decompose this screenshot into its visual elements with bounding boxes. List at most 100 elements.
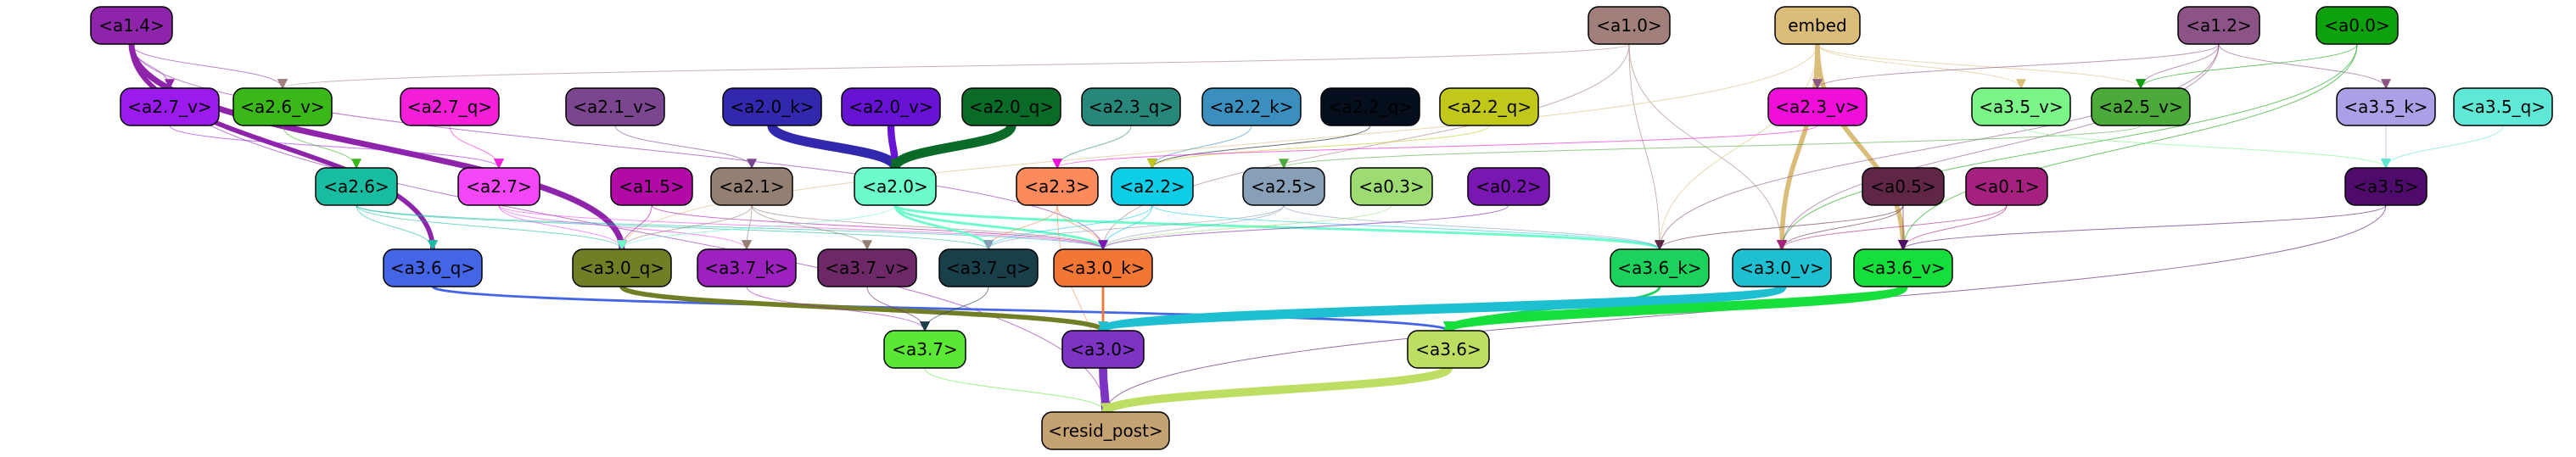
node-a1-5[interactable]: <a1.5> [610,167,693,206]
node-a2-0-v[interactable]: <a2.0_v> [841,87,941,126]
node-box [2091,87,2191,126]
node-a1-0[interactable]: <a1.0> [1588,6,1671,45]
edge-a3_5_v-to-a3_5 [2020,125,2391,170]
edge-a1_2-to-a2_3_v [1812,43,2220,90]
edge-a0_0-to-a2_5_v [2136,43,2358,90]
edge-a2_0-to-a3_6_k [893,203,1665,251]
node-label: <a2.2_q> [1328,97,1413,117]
node-a1-4[interactable]: <a1.4> [90,6,173,45]
edge-a2_5-to-a3_0_k [1098,204,1285,251]
node-label: <a3.7_k> [704,258,788,278]
node-a3-7-k[interactable]: <a3.7_k> [697,248,797,287]
node-resid-post[interactable]: <resid_post> [1041,411,1170,450]
edge-a2_7-to-a3_0_k [498,204,1108,251]
node-a0-3[interactable]: <a0.3> [1350,167,1433,206]
node-a2-0-k[interactable]: <a2.0_k> [722,87,822,126]
node-a2-0-q[interactable]: <a2.0_q> [961,87,1061,126]
node-a2-3-v[interactable]: <a2.3_v> [1767,87,1868,126]
node-box [1041,411,1170,450]
node-a2-2-k[interactable]: <a2.2_k> [1201,87,1302,126]
edge-a2_1-to-a3_7_v [751,204,872,251]
edge-a2_7_q-to-a2_7 [449,125,504,170]
node-a3-0[interactable]: <a3.0> [1061,330,1145,369]
node-a3-0-k[interactable]: <a3.0_k> [1053,248,1153,287]
node-box [1407,330,1490,369]
node-box [572,248,672,287]
node-a3-5-v[interactable]: <a3.5_v> [1971,87,2071,126]
edge-a1_2-to-a2_5_v [2136,43,2220,90]
node-box [232,87,333,126]
node-a3-6-v[interactable]: <a3.6_v> [1853,248,1953,287]
node-a2-5-v[interactable]: <a2.5_v> [2091,87,2191,126]
node-label: <a2.1_v> [573,97,657,117]
edge-a3_0-to-resid_post [1099,367,1111,414]
edge-a2_6-to-a3_0_k [356,204,1108,251]
node-a2-7-v[interactable]: <a2.7_v> [120,87,220,126]
edge-a0_0-to-a3_6_v [1898,43,2358,251]
node-label: <a2.5_v> [2098,97,2182,117]
node-label: <a3.0_v> [1739,258,1823,278]
edge-embed-to-a3_0_q [617,43,1818,251]
node-a2-5[interactable]: <a2.5> [1242,167,1325,206]
node-box [2336,87,2436,126]
node-a2-6-v[interactable]: <a2.6_v> [232,87,333,126]
node-a2-7[interactable]: <a2.7> [457,167,540,206]
node-a2-7-q[interactable]: <a2.7_q> [400,87,500,126]
edge-a3_6-to-resid_post [1100,365,1453,415]
node-a2-2[interactable]: <a2.2> [1111,167,1194,206]
node-a2-2-q[interactable]: <a2.2_q> [1320,87,1420,126]
node-label: <a2.7> [466,176,532,197]
edge-a2_2_qq-to-a2_2 [1147,125,1490,170]
node-label: <a2.7_q> [407,97,492,117]
node-a3-5-k[interactable]: <a3.5_k> [2336,87,2436,126]
edge-a3_7-to-resid_post [924,367,1111,414]
node-a2-3-q[interactable]: <a2.3_q> [1081,87,1181,126]
node-a2-2-qq[interactable]: <a2.2_q> [1439,87,1539,126]
node-a3-7-v[interactable]: <a3.7_v> [817,248,917,287]
node-label: <a0.2> [1476,176,1542,197]
node-a2-1-v[interactable]: <a2.1_v> [565,87,665,126]
edge-a1_0-to-a3_0_k [1098,43,1630,251]
node-a3-7[interactable]: <a3.7> [883,330,966,369]
edge-a0_0-to-a3_0_v [1777,43,2358,251]
edge-a3_7_q-to-a3_7 [920,286,989,332]
node-a3-0-q[interactable]: <a3.0_q> [572,248,672,287]
edge-a2_7_v-to-a2_7 [169,125,504,170]
edge-a2_1-to-a3_7_k [742,204,753,251]
node-a0-5[interactable]: <a0.5> [1862,167,1945,206]
node-label: <a2.3_q> [1089,97,1173,117]
node-a3-7-q[interactable]: <a3.7_q> [938,248,1039,287]
edge-a3_5_q-to-a3_5 [2381,125,2504,170]
node-a2-1[interactable]: <a2.1> [710,167,793,206]
graph-nodes: <a1.4> <a1.0> embed <a1.2> <a0.0> <a2.7_v> <a2… [90,6,2553,450]
node-box [120,87,220,126]
edge-a3_7_k-to-a3_7 [746,286,930,332]
node-a3-6[interactable]: <a3.6> [1407,330,1490,369]
node-a2-0[interactable]: <a2.0> [854,167,937,206]
node-a0-1[interactable]: <a0.1> [1965,167,2048,206]
node-a3-0-v[interactable]: <a3.0_v> [1732,248,1832,287]
node-box [1774,6,1861,45]
node-label: <a2.3_v> [1775,97,1859,117]
node-box [1081,87,1181,126]
node-embed[interactable]: embed [1774,6,1861,45]
node-a2-6[interactable]: <a2.6> [315,167,398,206]
node-label: <a2.0_q> [969,97,1054,117]
node-a1-2[interactable]: <a1.2> [2177,6,2260,45]
node-a3-5-q[interactable]: <a3.5_q> [2453,87,2553,126]
node-label: <a3.7_v> [825,258,909,278]
edge-a3_6_q-to-a3_6 [431,285,1453,332]
node-label: <a3.5_v> [1979,97,2063,117]
node-a0-0[interactable]: <a0.0> [2316,6,2399,45]
node-label: <a3.6_q> [390,258,475,278]
edge-embed-to-a3_0_v [1777,43,1820,251]
node-a3-5[interactable]: <a3.5> [2344,167,2428,206]
node-a3-6-q[interactable]: <a3.6_q> [383,248,483,287]
edge-a3_5-to-a3_6_v [1898,204,2387,251]
node-a3-6-k[interactable]: <a3.6_k> [1610,248,1710,287]
node-box [1610,248,1710,287]
node-a0-2[interactable]: <a0.2> [1467,167,1550,206]
node-label: <a2.6> [323,176,389,197]
node-a2-3[interactable]: <a2.3> [1016,167,1099,206]
node-label: <a3.0> [1070,339,1136,359]
